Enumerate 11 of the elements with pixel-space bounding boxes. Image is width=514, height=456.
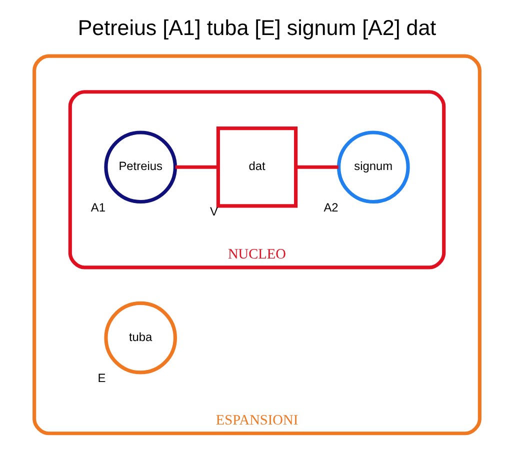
node-label: A1	[90, 200, 106, 214]
node-circle: Petreius	[104, 130, 177, 204]
node-circle: signum	[337, 130, 410, 204]
node-circle: tuba	[104, 301, 177, 374]
node-label: V	[210, 204, 218, 218]
connector	[296, 165, 338, 169]
node-box: dat	[216, 126, 298, 208]
node-label: E	[98, 371, 106, 386]
connector	[175, 165, 218, 169]
diagram-title: Petreius [A1] tuba [E] signum [A2] dat	[78, 16, 436, 40]
node-label: A2	[324, 200, 338, 214]
